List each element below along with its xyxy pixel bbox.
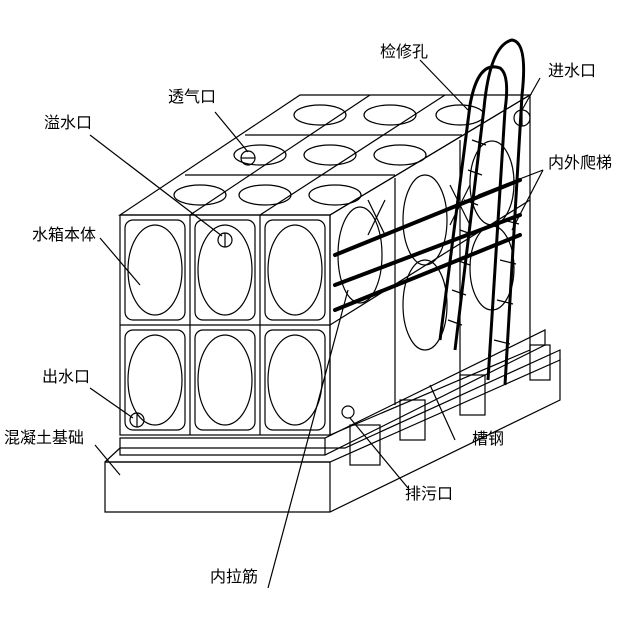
label-tank-body: 水箱本体 [32,225,96,244]
concrete-foundation [104,349,561,513]
ladders [438,38,526,386]
label-foundation: 混凝土基础 [4,428,84,447]
label-overflow: 溢水口 [44,113,92,132]
label-channel-steel: 槽钢 [472,429,504,448]
labels: 检修孔 进水口 透气口 溢水口 内外爬梯 水箱本体 出水口 混凝土基础 槽钢 排… [4,42,612,586]
label-ladder: 内外爬梯 [548,153,612,172]
label-drain: 排污口 [405,484,453,503]
tank-side [329,93,531,436]
label-outlet: 出水口 [42,367,90,386]
tank-front [119,214,355,436]
channel-steel-beams [119,329,551,466]
label-inspection-hole: 检修孔 [380,42,428,61]
label-vent: 透气口 [168,87,216,106]
leader-lines [89,59,544,589]
internal-tie-rods [333,178,522,312]
tank-top [118,94,533,216]
label-tie-rod: 内拉筋 [210,567,258,586]
label-inlet: 进水口 [548,61,596,80]
